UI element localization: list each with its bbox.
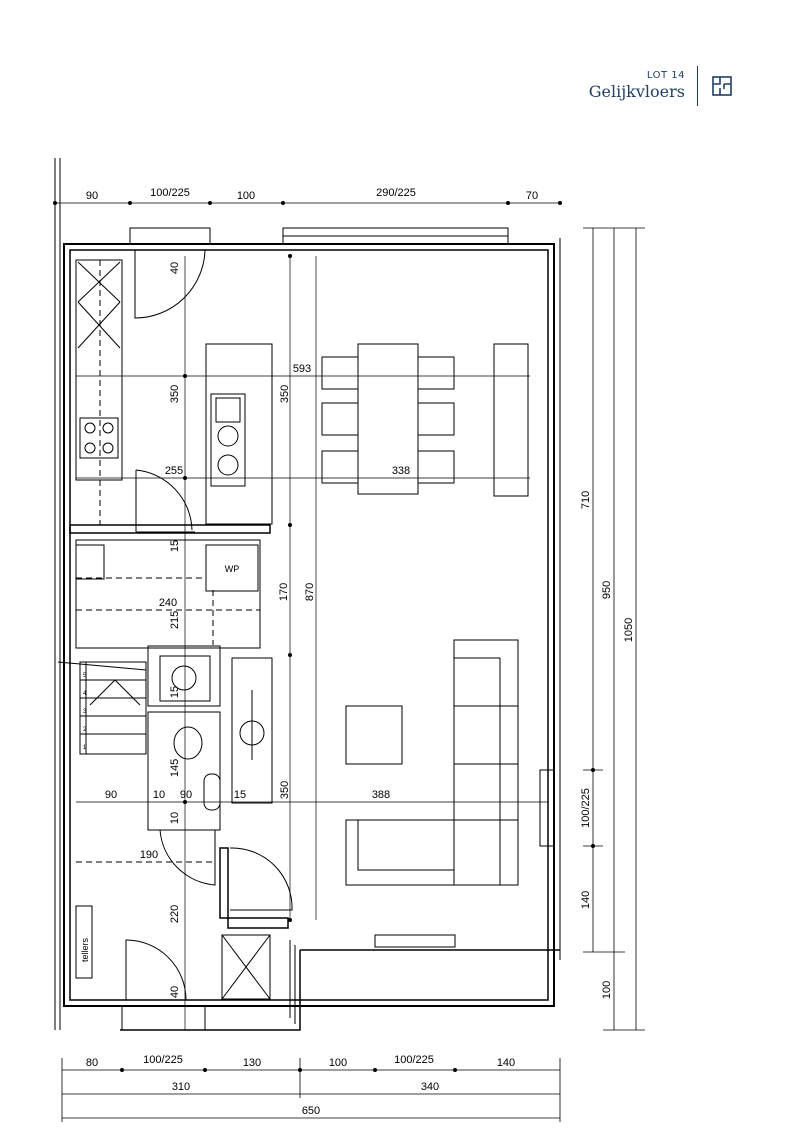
stair-step-1: 1 [83,745,87,751]
dim-right-1050: 1050 [623,618,635,642]
dim-10-b: 10 [169,812,181,824]
room-labels: WP tellers [80,564,239,962]
dim-40-bottom: 40 [169,986,181,998]
stair-step-4: 4 [83,691,87,697]
dim-bottom-2: 130 [243,1057,261,1069]
dim-right-100-225: 100/225 [580,788,592,828]
dim-870: 870 [304,583,316,601]
dim-220: 220 [169,905,181,923]
lot-number: LOT 14 [646,70,685,81]
dim-388: 388 [372,789,390,801]
dim-bottom-1: 100/225 [143,1054,183,1066]
dim-15-c: 15 [234,789,246,801]
header-divider [697,66,698,106]
dim-593: 593 [293,363,311,375]
dim-145: 145 [169,759,181,777]
dim-15-b: 15 [169,686,181,698]
dim-40-top: 40 [169,262,181,274]
dim-90-mid: 90 [180,789,192,801]
dim-bottom-340: 340 [421,1081,439,1093]
dim-190: 190 [140,849,158,861]
dim-bottom-5: 140 [497,1057,515,1069]
header-text: LOT 14 Gelijkvloers [589,70,685,102]
dim-top-2: 100 [237,190,255,202]
dim-170: 170 [278,583,290,601]
stair-step-2: 2 [83,727,87,733]
dim-bottom-650: 650 [302,1105,320,1117]
dim-right-710: 710 [580,491,592,509]
dim-350-b: 350 [279,385,291,403]
stair-step-5: 5 [83,673,87,679]
dim-top-4: 70 [526,190,538,202]
dim-15-a: 15 [169,540,181,552]
bottom-dimensions: 80 100/225 130 100 100/225 140 310 340 6… [86,1054,515,1117]
tellers-label: tellers [80,938,90,963]
dim-bottom-0: 80 [86,1057,98,1069]
page-header: LOT 14 Gelijkvloers [589,66,734,106]
dim-top-3: 290/225 [376,187,416,199]
dim-240: 240 [159,597,177,609]
interior-dimensions: 40 350 350 593 255 338 15 170 870 240 21… [105,262,410,998]
top-dimensions: 90 100/225 100 290/225 70 [86,187,538,202]
dim-right-950: 950 [601,581,613,599]
right-dimensions: 710 100/225 140 950 1050 100 [580,491,635,999]
dim-350-a: 350 [169,385,181,403]
dim-10-a: 10 [153,789,165,801]
floor-title: Gelijkvloers [588,82,685,101]
dim-bottom-3: 100 [329,1057,347,1069]
dim-bottom-310: 310 [172,1081,190,1093]
dim-338: 338 [392,465,410,477]
dim-215: 215 [169,611,181,629]
stair-step-3: 3 [83,709,87,715]
floorplan-icon [712,76,732,96]
dim-350-c: 350 [279,781,291,799]
dim-90-left: 90 [105,789,117,801]
dim-bottom-4: 100/225 [394,1054,434,1066]
wp-label: WP [225,564,240,574]
stair-numbers: 5 4 3 2 1 [83,673,87,751]
dim-255: 255 [165,465,183,477]
dim-top-1: 100/225 [150,187,190,199]
dim-top-0: 90 [86,190,98,202]
dim-right-140: 140 [580,891,592,909]
dim-right-100: 100 [601,981,613,999]
